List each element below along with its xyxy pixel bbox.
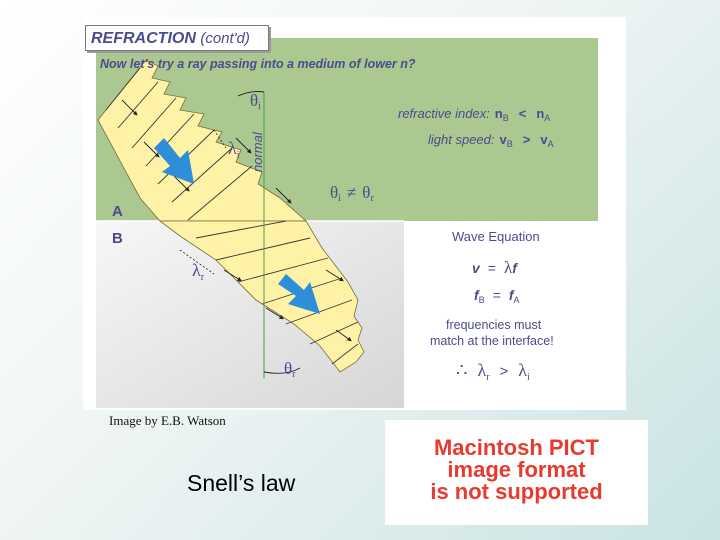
incident-direction-arrow — [154, 138, 194, 184]
pict-placeholder: Macintosh PICT image format is not suppo… — [385, 420, 648, 525]
angle-inequality: θi≠θr — [330, 183, 374, 204]
incident-angle-arc — [237, 91, 265, 97]
incident-wavefronts — [105, 67, 253, 221]
frequency-note-line2: match at the interface! — [430, 334, 554, 348]
medium-b-label: B — [112, 230, 123, 247]
medium-a-label: A — [112, 203, 123, 220]
frequency-note-line1: frequencies must — [446, 318, 542, 332]
title-sub: (cont'd) — [200, 30, 250, 47]
incident-beam — [97, 59, 308, 222]
ray-arrows — [121, 99, 352, 342]
refraction-diagram: Now let's try a ray passing into a mediu… — [96, 38, 598, 408]
title-main: REFRACTION — [91, 30, 196, 47]
wave-equation-2: fB=fA — [474, 287, 520, 305]
pict-line-2: image format — [447, 457, 586, 482]
theta-i-label: θi — [250, 91, 261, 112]
wave-equation-panel — [418, 222, 592, 402]
lambda-r-label: λr — [192, 260, 205, 283]
normal-label: normal — [250, 131, 265, 172]
wave-equation-heading: Wave Equation — [452, 229, 540, 244]
question-text: Now let's try a ray passing into a mediu… — [100, 57, 416, 71]
refractive-index-row: refractive index:nB<nA — [398, 106, 550, 123]
refracted-angle-arc — [263, 367, 301, 374]
refracted-wavelength-marker — [179, 249, 215, 275]
wavelength-conclusion: ∴λr>λi — [456, 360, 530, 383]
image-credit: Image by E.B. Watson — [109, 413, 226, 428]
slide-title: REFRACTION (cont'd) — [85, 25, 269, 51]
light-speed-row: light speed:vB>vA — [428, 132, 554, 149]
refracted-beam — [158, 220, 365, 373]
pict-notice: Macintosh PICT image format is not suppo… — [385, 437, 648, 503]
wave-equation-1: v=λf — [472, 258, 518, 277]
caption-snells-law: Snell’s law — [187, 470, 296, 496]
refracted-direction-arrow — [278, 274, 320, 314]
theta-r-label: θr — [284, 359, 296, 380]
pict-line-1: Macintosh PICT — [433, 435, 599, 460]
lambda-i-label: λi — [228, 138, 240, 161]
pict-line-3: is not supported — [430, 479, 603, 504]
